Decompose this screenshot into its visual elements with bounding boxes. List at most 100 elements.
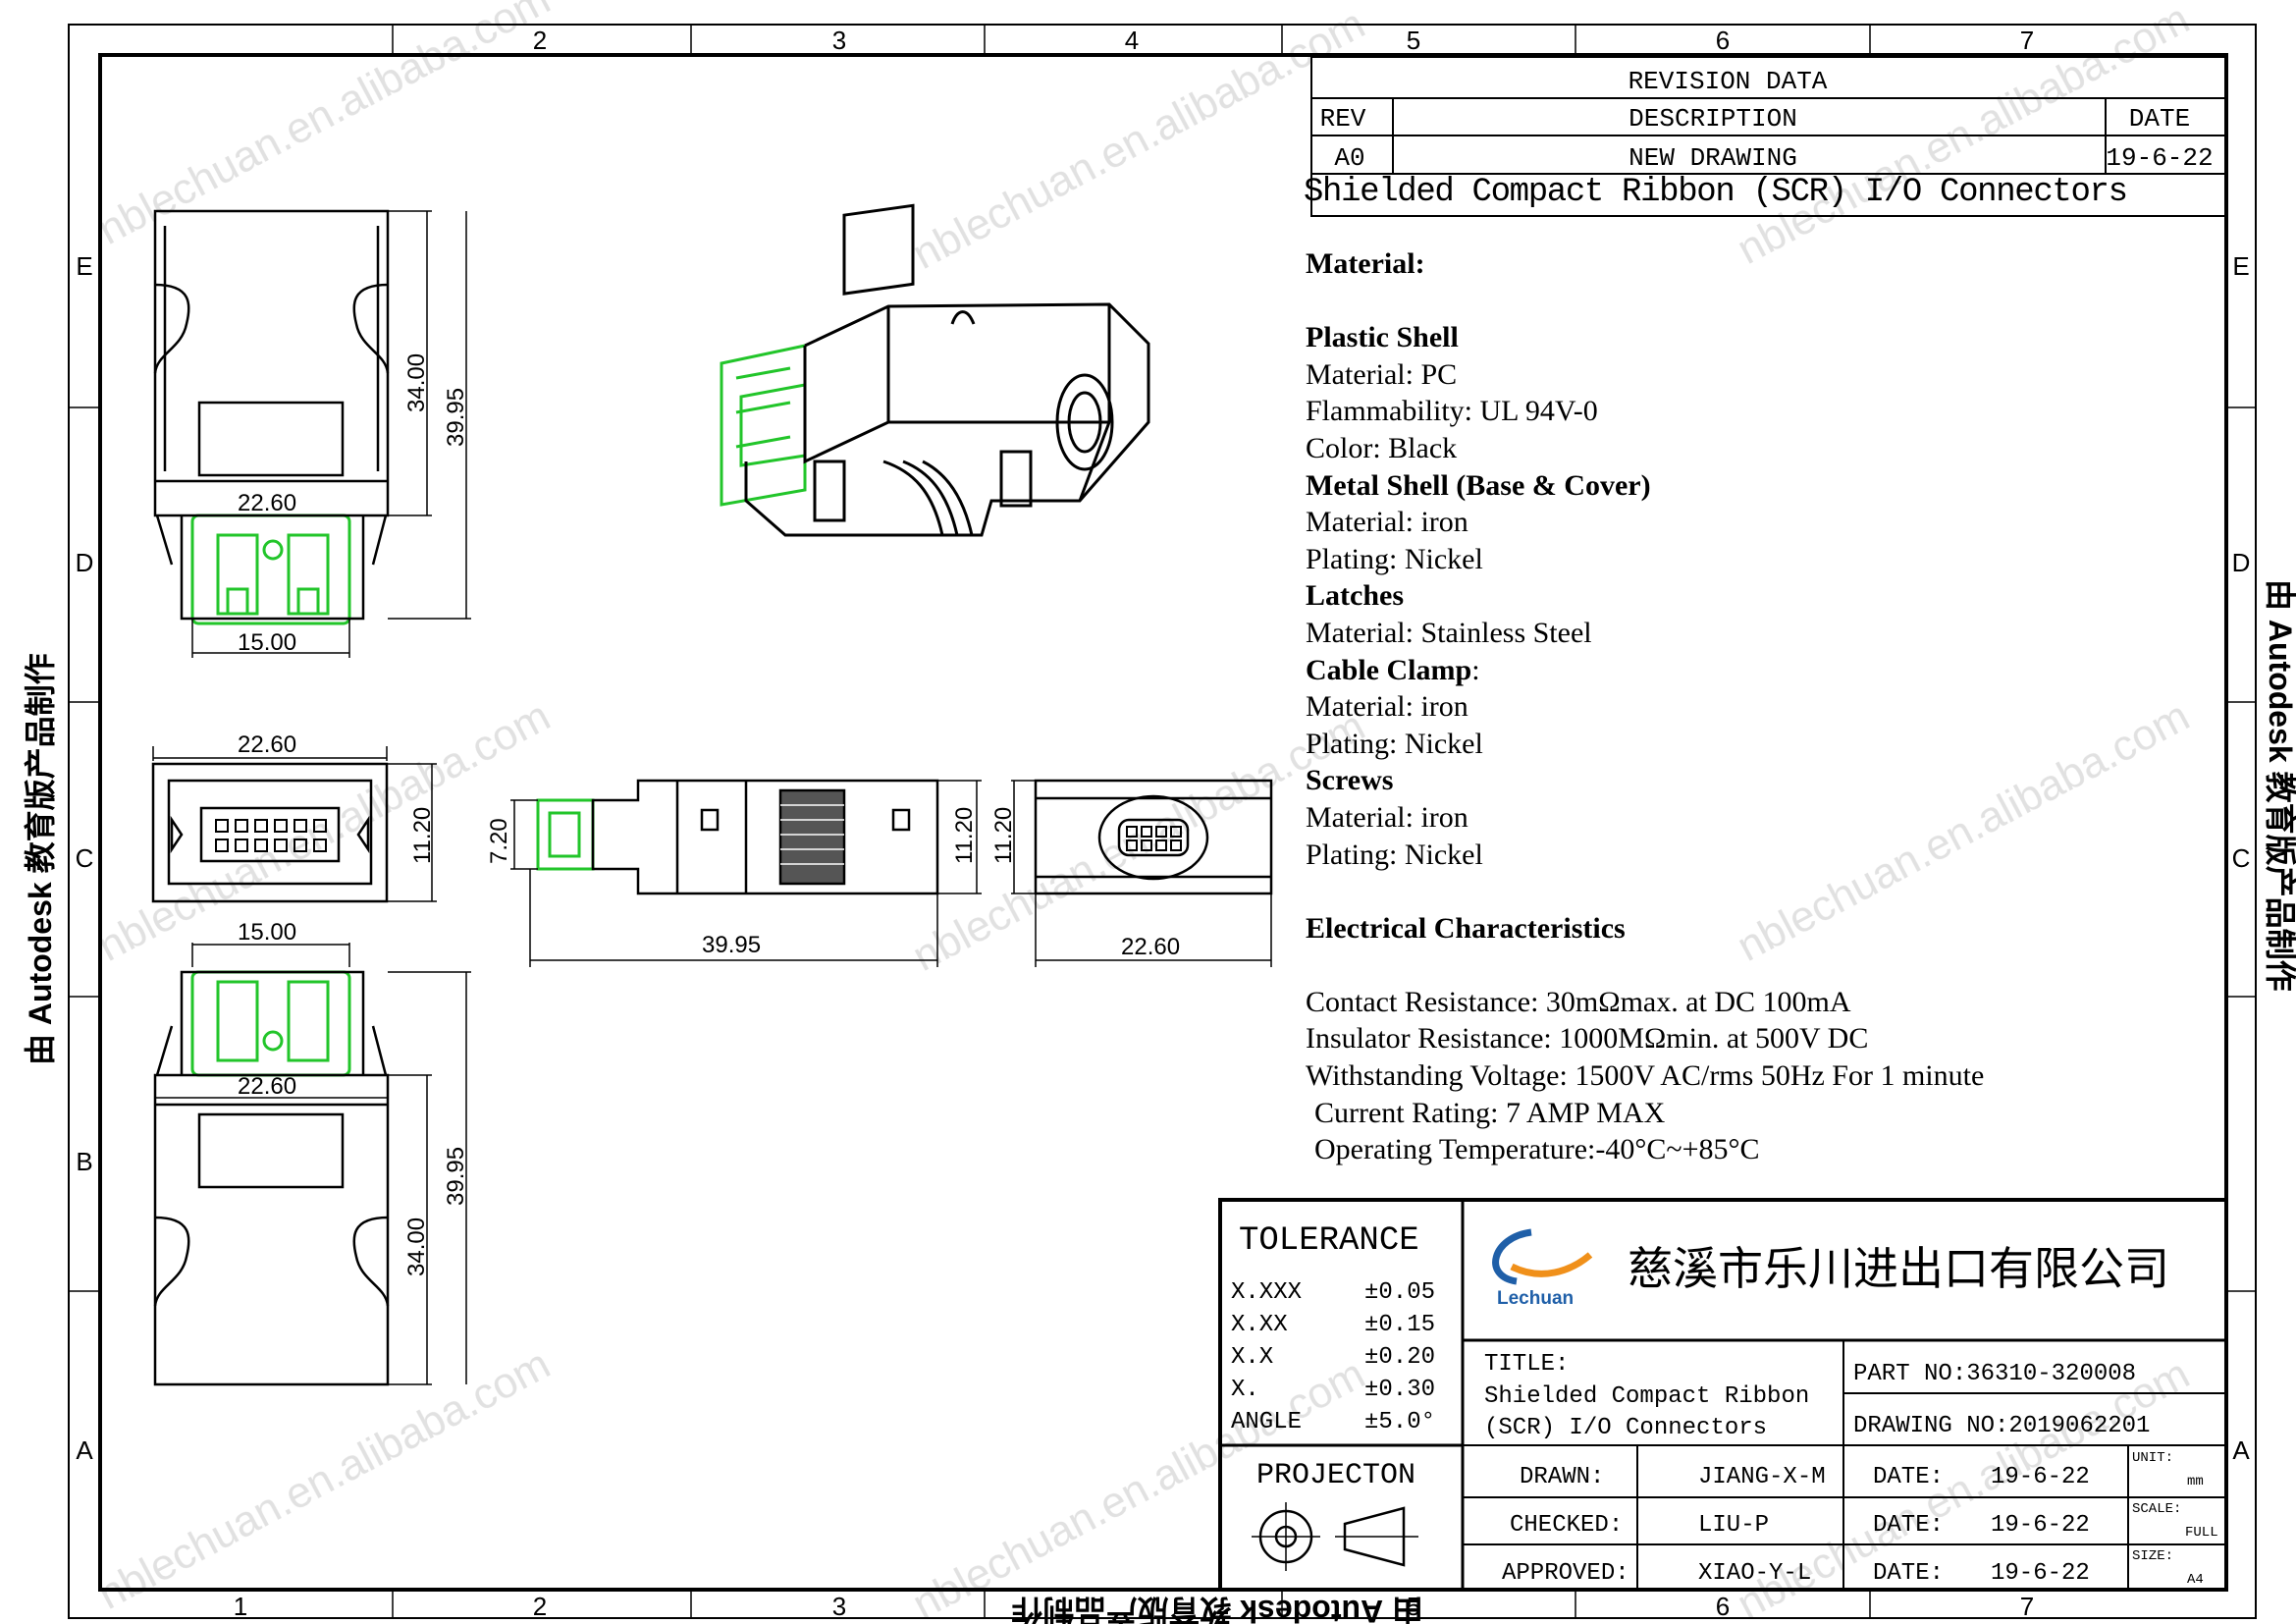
spec-clamp-material: Material: iron <box>1306 690 1468 724</box>
spec-plastic-color: Color: Black <box>1306 431 1458 464</box>
zone-col: 3 <box>832 1592 846 1621</box>
drawing-number: DRAWING NO:2019062201 <box>1853 1413 2150 1439</box>
dim-front-height: 11.20 <box>409 807 436 864</box>
side-view <box>591 779 939 895</box>
zone-row: D <box>76 548 94 577</box>
company-logo: Lechuan <box>1492 1228 1593 1309</box>
drawn-date: 19-6-22 <box>1991 1464 2090 1490</box>
dim-top-width: 22.60 <box>238 490 296 516</box>
top-view-dimensions <box>155 210 471 658</box>
revision-date: 19-6-22 <box>2106 143 2213 173</box>
autodesk-bottom-text: 由 Autodesk 教育版产品制作 <box>1011 1594 1423 1624</box>
projection-title: PROJECTON <box>1256 1459 1415 1492</box>
zone-row: A <box>2232 1435 2250 1465</box>
size-label: SIZE: <box>2132 1548 2173 1564</box>
product-heading: Shielded Compact Ribbon (SCR) I/O Connec… <box>1304 174 2128 211</box>
dim-side-height: 11.20 <box>951 807 978 864</box>
watermark-text: nblechuan.en.alibaba.com <box>90 1339 559 1618</box>
spec-metal-shell: Metal Shell (Base & Cover) <box>1306 468 1651 502</box>
revision-col-rev: REV <box>1320 104 1366 134</box>
drawn-by: JIANG-X-M <box>1698 1464 1826 1490</box>
spec-plastic-material: Material: PC <box>1306 357 1458 391</box>
isometric-view <box>744 203 1150 537</box>
side-view-dimensions <box>510 780 982 967</box>
approved-date-label: DATE: <box>1873 1560 1944 1587</box>
zone-col: 5 <box>1407 26 1420 55</box>
spec-metal-plating: Plating: Nickel <box>1306 542 1483 575</box>
dim-end-width: 22.60 <box>1121 934 1180 960</box>
tolerance-value: ±5.0° <box>1364 1409 1435 1435</box>
zone-labels: 2 3 4 5 6 7 1 2 3 5 6 7 E D C B A E D C … <box>76 26 2251 1621</box>
zone-col: 3 <box>832 26 846 55</box>
front-view-dimensions <box>152 746 437 902</box>
spec-cable-clamp-colon: : <box>1471 653 1480 686</box>
zone-row: B <box>76 1147 92 1176</box>
spec-plastic-shell: Plastic Shell <box>1306 321 1459 354</box>
dim-bottom-width: 22.60 <box>238 1073 296 1100</box>
dim-side-plug: 7.20 <box>486 818 512 864</box>
dim-side-length: 39.95 <box>702 932 761 958</box>
tolerance-label: X. <box>1231 1377 1259 1403</box>
tolerance-label: X.XXX <box>1231 1279 1302 1306</box>
zone-col: 5 <box>1407 1592 1420 1621</box>
spec-screws-material: Material: iron <box>1306 800 1468 834</box>
checked-by: LIU-P <box>1698 1512 1769 1539</box>
spec-screws-plating: Plating: Nickel <box>1306 838 1483 871</box>
approved-by: XIAO-Y-L <box>1698 1560 1811 1587</box>
title-block <box>1218 1198 2228 1592</box>
tolerance-value: ±0.15 <box>1364 1312 1435 1338</box>
front-view <box>151 762 389 903</box>
dim-end-height: 11.20 <box>990 807 1017 864</box>
approved-date: 19-6-22 <box>1991 1560 2090 1587</box>
revision-rev: A0 <box>1334 143 1364 173</box>
spec-latches-material: Material: Stainless Steel <box>1306 616 1592 649</box>
checked-date: 19-6-22 <box>1991 1512 2090 1539</box>
zone-row: E <box>76 251 92 281</box>
drawing-border <box>68 24 2257 1619</box>
revision-col-desc: DESCRIPTION <box>1629 104 1797 134</box>
spec-plastic-flammability: Flammability: UL 94V-0 <box>1306 395 1598 428</box>
drawn-label: DRAWN: <box>1520 1464 1604 1490</box>
dim-front-width: 22.60 <box>238 731 296 758</box>
dim-bottom-h1: 34.00 <box>403 1218 430 1276</box>
spec-insulator-resistance: Insulator Resistance: 1000MΩmin. at 500V… <box>1306 1022 1869 1056</box>
spec-contact-resistance: Contact Resistance: 30mΩmax. at DC 100mA <box>1306 985 1851 1018</box>
logo-text: Lechuan <box>1497 1288 1574 1309</box>
tolerance-value: ±0.05 <box>1364 1279 1435 1306</box>
zone-col: 2 <box>533 26 547 55</box>
dim-top-latch: 15.00 <box>238 629 296 656</box>
checked-label: CHECKED: <box>1510 1512 1623 1539</box>
checked-date-label: DATE: <box>1873 1512 1944 1539</box>
spec-screws: Screws <box>1306 764 1394 797</box>
revision-header: REVISION DATA <box>1629 67 1828 96</box>
zone-row: A <box>76 1435 93 1465</box>
scale-value: FULL <box>2185 1525 2218 1541</box>
company-name: 慈溪市乐川进出口有限公司 <box>1628 1242 2169 1295</box>
title-label: TITLE: <box>1484 1351 1569 1378</box>
zone-col: 4 <box>1125 26 1139 55</box>
spec-withstanding-voltage: Withstanding Voltage: 1500V AC/rms 50Hz … <box>1306 1059 1985 1093</box>
dim-top-h1: 34.00 <box>403 353 430 412</box>
zone-row: C <box>76 843 94 873</box>
title-line2: (SCR) I/O Connectors <box>1484 1415 1767 1441</box>
zone-col: 7 <box>2020 26 2034 55</box>
spec-operating-temperature: Operating Temperature:-40°C~+85°C <box>1314 1133 1760 1166</box>
spec-latches: Latches <box>1306 579 1404 613</box>
zone-row: D <box>2232 548 2251 577</box>
tolerance-value: ±0.20 <box>1364 1344 1435 1371</box>
dim-top-h2: 39.95 <box>443 388 469 447</box>
tolerance-label: X.X <box>1231 1344 1273 1371</box>
approved-label: APPROVED: <box>1502 1560 1629 1587</box>
title-line1: Shielded Compact Ribbon <box>1484 1383 1809 1410</box>
spec-notes: Material: Plastic Shell Material: PC Fla… <box>1306 245 2140 1168</box>
autodesk-side-text: 由 Autodesk 教育版产品制作 <box>23 653 58 1065</box>
bottom-view-dimensions <box>155 943 471 1385</box>
zone-col: 6 <box>1716 26 1730 55</box>
part-number: PART NO:36310-320008 <box>1853 1361 2136 1387</box>
dim-bottom-latch: 15.00 <box>238 919 296 946</box>
tolerance-label: ANGLE <box>1231 1409 1302 1435</box>
dim-bottom-h2: 39.95 <box>443 1147 469 1206</box>
spec-metal-material: Material: iron <box>1306 506 1468 539</box>
zone-row: E <box>2232 251 2249 281</box>
